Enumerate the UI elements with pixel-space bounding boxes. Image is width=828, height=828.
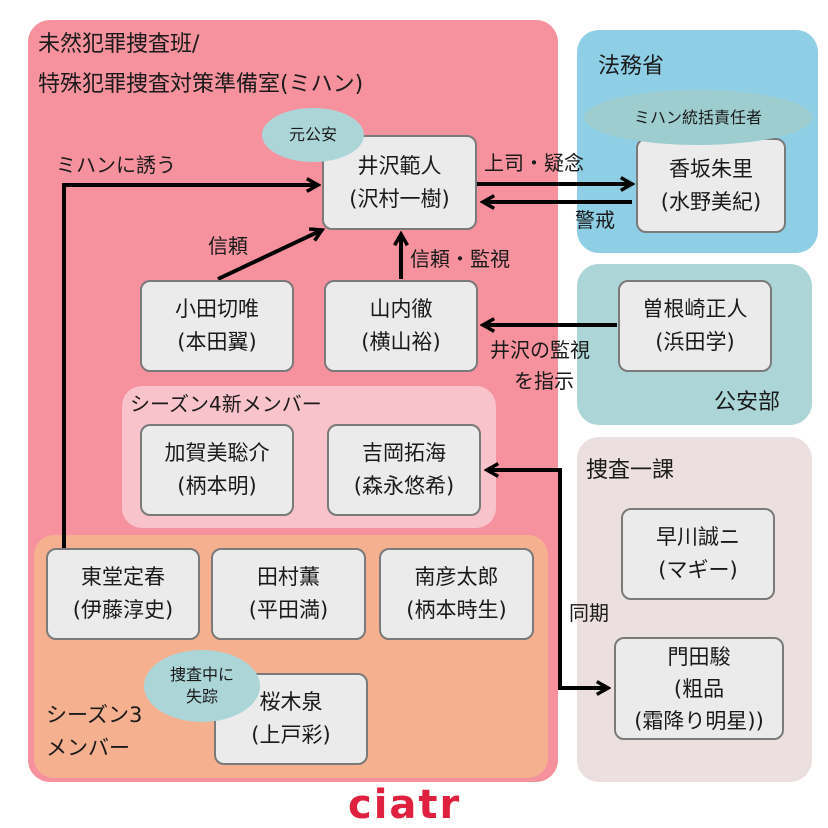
group-public-security-title: 公安部: [714, 390, 781, 415]
edge-label-same-year: 同期: [569, 601, 609, 625]
node-sonezaki: 曽根崎正人 (浜田学): [618, 280, 772, 372]
node-todo: 東堂定春 (伊藤淳史): [46, 548, 200, 640]
node-yoshioka-role: 吉岡拓海: [362, 441, 446, 465]
node-yoshioka-actor: (森永悠希): [353, 474, 455, 498]
node-todo-actor: (伊藤淳史): [72, 598, 174, 622]
node-kosaka: 香坂朱里 (水野美紀): [636, 138, 786, 233]
group-cid-title: 捜査一課: [586, 458, 675, 483]
edge-label-invite: ミハンに誘う: [56, 153, 176, 177]
edge-label-boss-doubt: 上司・疑念: [484, 151, 584, 175]
bubble-former-public-security: 元公安: [262, 108, 364, 162]
node-kadota: 門田駿 (粗品 (霜降り明星)): [614, 637, 784, 740]
node-kagami-role: 加賀美聡介: [164, 441, 270, 465]
node-odagiri-role: 小田切唯: [175, 297, 259, 321]
node-sakuragi: 桜木泉 (上戸彩): [214, 673, 368, 765]
node-tamura-actor: (平田満): [248, 598, 329, 622]
group-season3-title-line2: メンバー: [46, 736, 130, 760]
node-sonezaki-actor: (浜田学): [655, 330, 735, 354]
edge-label-caution: 警戒: [575, 208, 615, 232]
node-kadota-actor-line1: (粗品: [673, 676, 725, 701]
edge-label-trust: 信頼: [208, 234, 248, 258]
node-kadota-role: 門田駿: [667, 644, 731, 669]
node-kosaka-actor: (水野美紀): [660, 189, 762, 214]
node-tamura: 田村薫 (平田満): [211, 548, 366, 640]
node-todo-role: 東堂定春: [81, 565, 165, 589]
edge-label-trust-watch: 信頼・監視: [410, 247, 510, 271]
node-izawa-role: 井沢範人: [357, 153, 442, 178]
node-kadota-actor-line2: (霜降り明星)): [634, 708, 764, 733]
node-sakuragi-role: 桜木泉: [259, 690, 323, 714]
node-minami: 南彦太郎 (柄本時生): [379, 548, 534, 640]
edge-label-order-watch-line1: 井沢の監視: [490, 338, 590, 362]
group-season4-title: シーズン4新メンバー: [130, 392, 322, 416]
bubble-missing: 捜査中に 失踪: [144, 650, 260, 722]
node-hayakawa-role: 早川誠ニ: [656, 525, 740, 549]
node-izawa-actor: (沢村一樹): [349, 186, 450, 211]
edge-label-order-watch-line2: を指示: [514, 369, 574, 393]
node-minami-actor: (柄本時生): [406, 598, 507, 622]
node-sonezaki-role: 曽根崎正人: [642, 297, 748, 321]
group-season3-title-line1: シーズン3: [46, 703, 143, 727]
node-yamauchi-actor: (横山裕): [361, 330, 441, 354]
bubble-mihan-supervisor: ミハン統括責任者: [584, 90, 812, 145]
node-tamura-role: 田村薫: [257, 565, 320, 589]
node-hayakawa: 早川誠ニ (マギー): [621, 508, 775, 600]
node-yamauchi-role: 山内徹: [369, 297, 433, 321]
ciatr-logo: ciatr: [348, 782, 462, 828]
node-kosaka-role: 香坂朱里: [669, 156, 753, 181]
node-odagiri: 小田切唯 (本田翼): [140, 280, 294, 372]
node-kagami-actor: (柄本明): [177, 474, 257, 498]
group-moj-title: 法務省: [598, 54, 665, 79]
node-sakuragi-actor: (上戸彩): [251, 723, 331, 747]
node-kagami: 加賀美聡介 (柄本明): [140, 424, 294, 516]
group-mihan-title-line2: 特殊犯罪捜査対策準備室(ミハン): [38, 72, 364, 97]
node-minami-role: 南彦太郎: [414, 565, 499, 589]
node-yoshioka: 吉岡拓海 (森永悠希): [327, 424, 481, 516]
node-hayakawa-actor: (マギー): [658, 558, 738, 582]
node-odagiri-actor: (本田翼): [177, 330, 257, 354]
node-yamauchi: 山内徹 (横山裕): [324, 280, 478, 372]
group-mihan-title-line1: 未然犯罪捜査班/: [38, 32, 200, 57]
